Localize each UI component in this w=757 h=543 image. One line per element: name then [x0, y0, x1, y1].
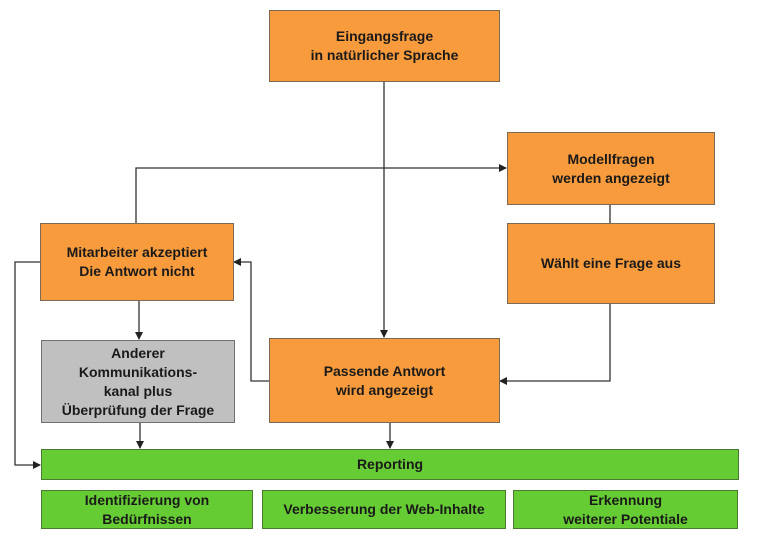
- arrow-employee-to-model: [135, 164, 507, 223]
- node-employee-rejects: Mitarbeiter akzeptiert Die Antwort nicht: [40, 223, 234, 301]
- node-reporting: Reporting: [41, 449, 739, 480]
- node-input-question: Eingangsfrage in natürlicher Sprache: [269, 10, 500, 82]
- node-model-questions: Modellfragen werden angezeigt: [507, 132, 715, 205]
- arrow-employee-to-reporting: [14, 261, 41, 469]
- node-select-question: Wählt eine Frage aus: [507, 223, 715, 304]
- arrow-select-to-answer: [499, 303, 611, 385]
- node-recognize-potential: Erkennung weiterer Potentiale: [513, 490, 738, 529]
- node-other-channel: Anderer Kommunikations- kanal plus Überp…: [41, 340, 235, 423]
- node-identify-needs: Identifizierung von Bedürfnissen: [41, 490, 253, 529]
- arrow-answer-to-employee: [233, 258, 269, 382]
- node-matching-answer: Passende Antwort wird angezeigt: [269, 338, 500, 423]
- node-improve-web: Verbesserung der Web-Inhalte: [262, 490, 506, 529]
